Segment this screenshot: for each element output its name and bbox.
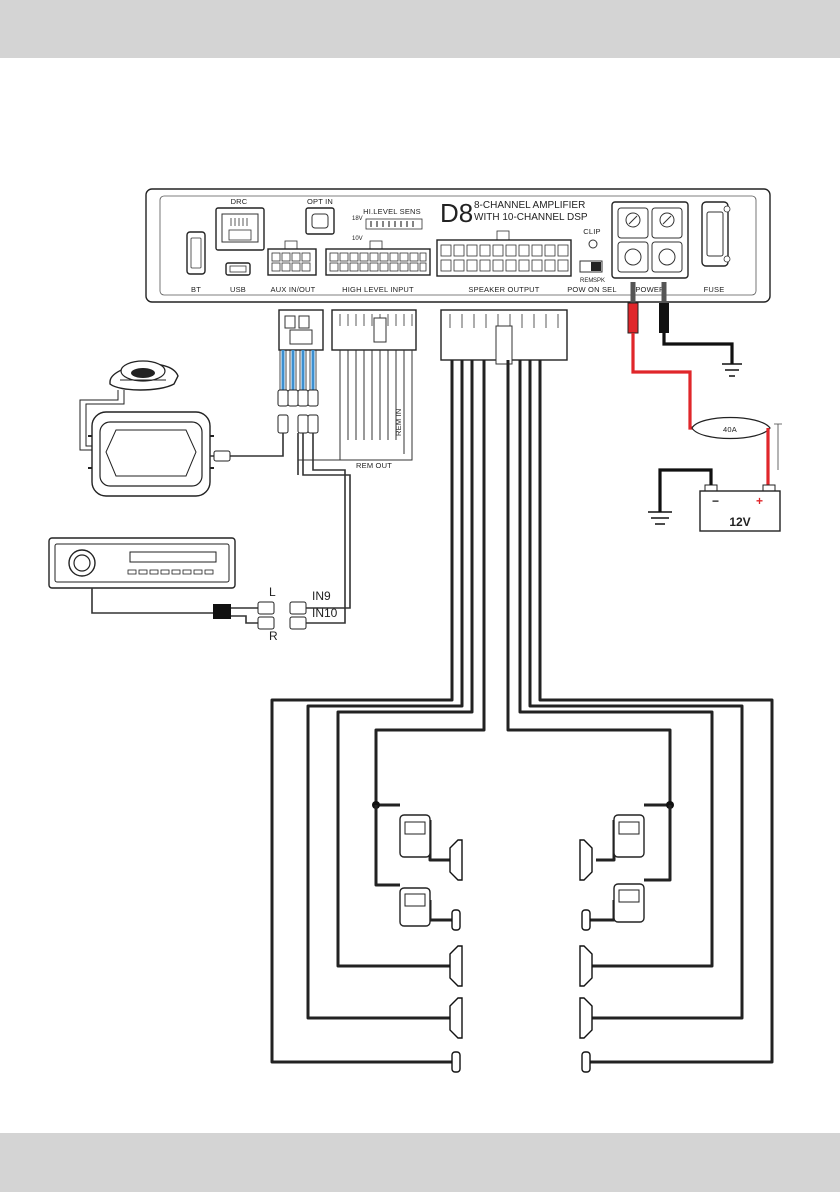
rem-out-label: REM OUT (356, 461, 392, 470)
inline-fuse: 40A (692, 418, 770, 439)
speaker-output-label: SPEAKER OUTPUT (468, 285, 539, 294)
fuse-label: FUSE (704, 285, 725, 294)
bt-port (187, 232, 205, 274)
head-unit (49, 538, 235, 588)
power-label: POWER (635, 285, 665, 294)
subwoofer (110, 361, 178, 390)
opt-in-label: OPT IN (307, 197, 333, 206)
left-speakers (450, 840, 462, 1072)
positive-cable (633, 333, 712, 428)
clip-led (589, 240, 597, 248)
headunit-rca-plugs (258, 602, 306, 629)
spk-switch-label: SPK (593, 278, 605, 284)
battery-voltage-label: 12V (729, 515, 750, 529)
ground-cable (664, 333, 732, 364)
rem-in-label: REM IN (394, 409, 403, 436)
model-name: D8 (440, 198, 473, 228)
ground-symbol-amp (722, 364, 742, 376)
battery-minus-label: − (712, 494, 719, 508)
model-title-line1: 8-CHANNEL AMPLIFIER (474, 200, 585, 211)
in10-label: IN10 (312, 606, 338, 620)
left-channel-label: L (269, 585, 276, 599)
pow-on-sel-switch (580, 261, 602, 272)
high-level-input-label: HIGH LEVEL INPUT (342, 285, 414, 294)
ground-symbol-battery (648, 512, 672, 524)
drc-label: DRC (231, 197, 248, 206)
hilevel-sens-switch (366, 219, 422, 229)
sens-10v-label: 10V (352, 236, 363, 242)
optical-input-port (306, 208, 334, 234)
positive-cable-boot (628, 303, 638, 333)
mono-amp-rca (214, 451, 230, 461)
clip-label: CLIP (583, 227, 600, 236)
amp-fuse (702, 202, 730, 266)
mono-amplifier (88, 412, 214, 496)
right-speakers (580, 840, 592, 1072)
sens-18v-label: 18V (352, 216, 363, 222)
battery: − + 12V (700, 485, 780, 531)
usb-label: USB (230, 285, 246, 294)
drc-port (216, 208, 264, 250)
bt-label: BT (191, 285, 201, 294)
aux-label: AUX IN/OUT (271, 285, 316, 294)
amplifier-unit: BT DRC USB OPT IN HI.LEVEL SENS 18V 10V (146, 189, 770, 302)
hilevel-sens-label: HI.LEVEL SENS (363, 207, 421, 216)
power-terminal (612, 202, 688, 278)
in9-label: IN9 (312, 589, 331, 603)
power-wiring: 40A − + 12V (628, 282, 782, 531)
crossover-left-lower (400, 888, 430, 926)
model-title-line2: WITH 10-CHANNEL DSP (474, 212, 588, 223)
ground-cable-boot (659, 303, 669, 333)
right-channel-label: R (269, 629, 278, 643)
battery-plus-label: + (756, 494, 763, 508)
crossover-right-upper (614, 815, 644, 857)
crossover-right-lower (614, 884, 644, 922)
inline-fuse-rating: 40A (723, 425, 737, 434)
rca-splitter (213, 604, 231, 619)
pow-on-sel-label: POW ON SEL (567, 285, 617, 294)
crossover-left-upper (400, 815, 430, 857)
usb-port (226, 263, 250, 275)
rem-switch-label: REM (580, 278, 593, 284)
aux-rca-harness (234, 310, 350, 623)
